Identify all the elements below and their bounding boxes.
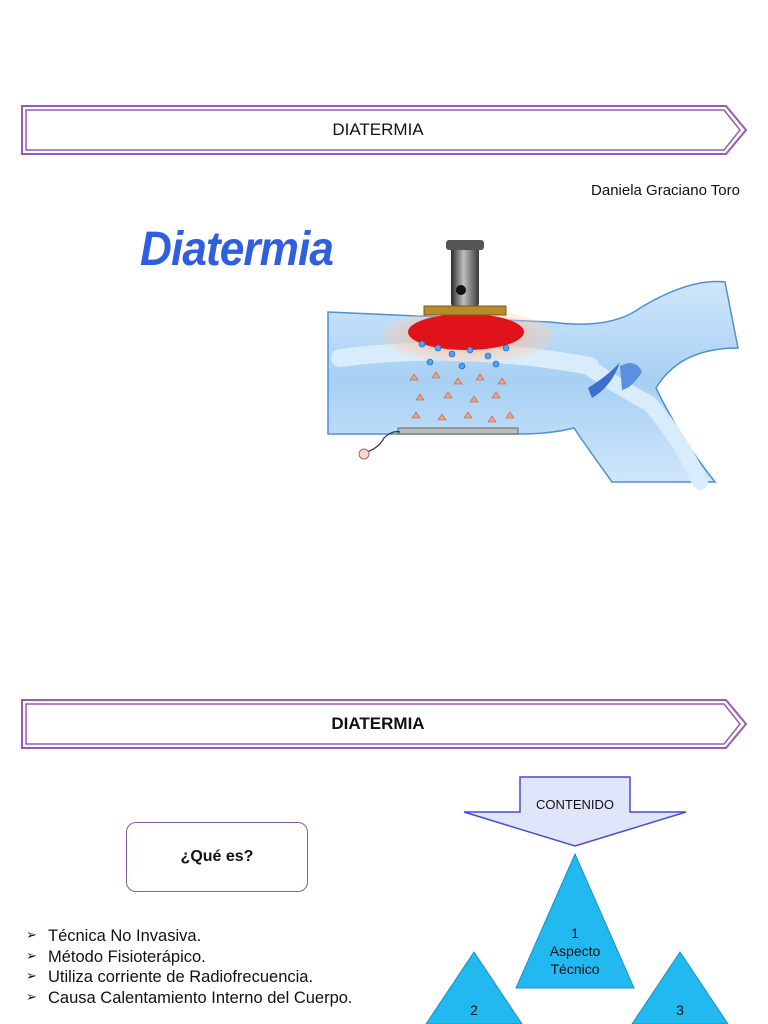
content-arrow-shape [463,776,687,847]
banner-slide2-title: DIATERMIA [331,714,425,733]
triangle-1-number: 1 [571,925,579,941]
bullet-item: Causa Calentamiento Interno del Cuerpo. [26,988,353,1009]
bullet-item: Método Fisioterápico. [26,947,353,968]
question-box: ¿Qué es? [126,822,308,892]
illustration-title: Diatermia [140,223,334,276]
triangle-diagram [425,852,729,1024]
banner-slide2-shape [21,699,748,749]
content-arrow-label: CONTENIDO [536,797,614,812]
triangle-3-number: 3 [676,1002,684,1018]
diathermy-illustration [327,240,739,490]
triangle-2-number: 2 [470,1002,478,1018]
question-box-label: ¿Qué es? [180,848,254,865]
banner-slide1-shape [21,105,748,155]
triangle-1-line1: Aspecto [549,943,601,959]
author-name: Daniela Graciano Toro [591,182,740,199]
triangle-1-label: 1 Aspecto Técnico [535,924,615,978]
triangle-1-line2: Técnico [550,961,600,977]
bullet-item: Técnica No Invasiva. [26,926,353,947]
banner-slide1-title: DIATERMIA [332,120,424,139]
bullet-item: Utiliza corriente de Radiofrecuencia. [26,967,353,988]
definition-bullets: Técnica No Invasiva. Método Fisioterápic… [26,926,353,1008]
